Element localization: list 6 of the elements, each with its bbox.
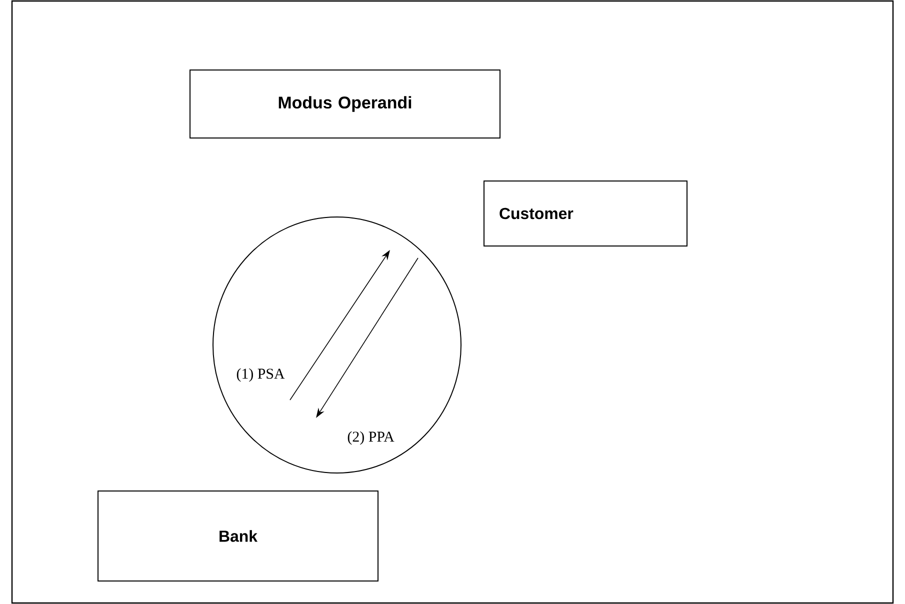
process-box: Bank xyxy=(98,490,378,582)
ellipse xyxy=(212,216,462,474)
arrow-label: (1) PSA xyxy=(235,367,286,383)
arrow-label: (2) PPA xyxy=(346,430,396,446)
process-box: Customer xyxy=(484,180,688,246)
title-box: Modus Operandi xyxy=(190,70,500,138)
